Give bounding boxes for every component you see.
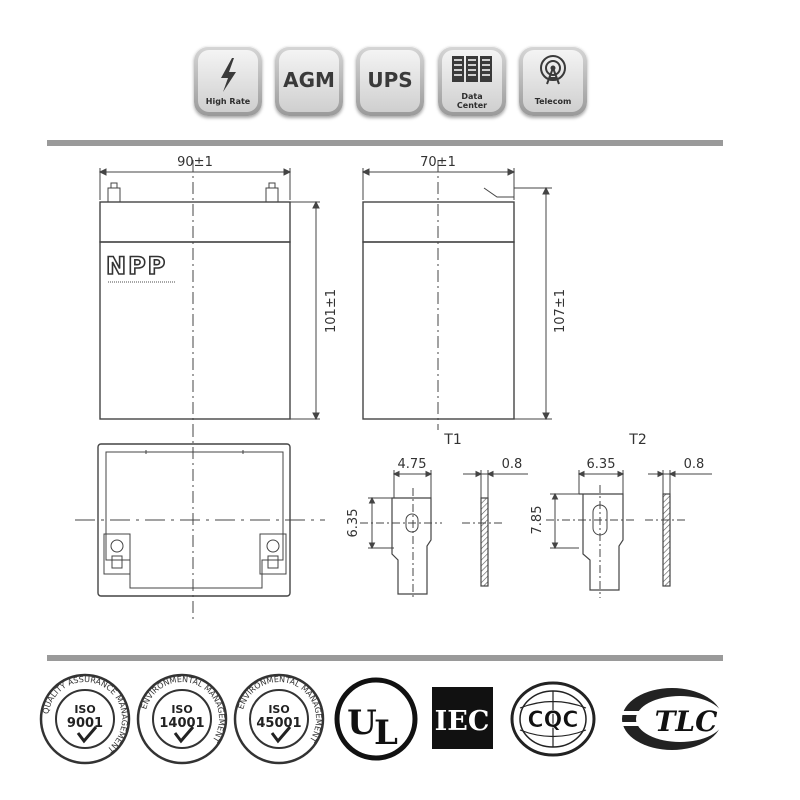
iso-14001-line2: 14001 <box>159 716 204 731</box>
data-center-label-line1: Data <box>461 92 483 101</box>
svg-text:QUALITY ASSURANCE MANAGEMENT: QUALITY ASSURANCE MANAGEMENT <box>41 675 129 754</box>
iso-14001-ring-text: ENVIRONMENTAL MANAGEMENT <box>139 675 226 744</box>
divider-top <box>47 140 723 146</box>
svg-text:ENVIRONMENTAL MANAGEMENT: ENVIRONMENTAL MANAGEMENT <box>236 675 323 744</box>
check-icon <box>173 726 195 744</box>
t2-height-dim: 7.85 <box>530 506 545 535</box>
divider-bottom <box>47 655 723 661</box>
iso-9001-ring-text: QUALITY ASSURANCE MANAGEMENT <box>41 675 129 754</box>
side-view <box>361 160 552 430</box>
check-icon <box>270 726 292 744</box>
ul-logo: U L <box>334 677 418 761</box>
iso-14001-line1: ISO <box>171 703 192 716</box>
server-rack-icon <box>452 56 492 82</box>
lightning-icon <box>221 58 236 92</box>
npp-logo: NPP <box>105 251 176 283</box>
svg-text:ENVIRONMENTAL MANAGEMENT: ENVIRONMENTAL MANAGEMENT <box>139 675 226 744</box>
ups-label: UPS <box>367 68 413 92</box>
check-icon <box>76 726 98 744</box>
t1-height-dim: 6.35 <box>346 509 361 538</box>
t1-title: T1 <box>443 432 461 448</box>
front-view <box>98 160 320 430</box>
t2-thickness-dim: 0.8 <box>684 457 705 472</box>
antenna-icon <box>540 55 566 85</box>
ul-u: U <box>347 703 377 743</box>
iso-9001-line2: 9001 <box>67 716 103 731</box>
t1-thickness-dim: 0.8 <box>502 457 523 472</box>
iec-logo: IEC <box>432 687 493 749</box>
agm-badge: AGM <box>275 46 343 116</box>
top-view <box>75 425 325 620</box>
data-center-label-line2: Center <box>456 101 488 110</box>
ups-badge: UPS <box>356 46 424 116</box>
tlc-text: TLC <box>655 705 719 738</box>
side-height-dim: 107±1 <box>553 289 568 333</box>
iso-45001-line1: ISO <box>268 703 289 716</box>
ul-l: L <box>374 713 398 753</box>
cqc-text: CQC <box>528 708 579 733</box>
brand-text: NPP <box>106 252 167 280</box>
iso-45001-logo: ENVIRONMENTAL MANAGEMENT ISO 45001 <box>233 673 325 765</box>
iso-14001-logo: ENVIRONMENTAL MANAGEMENT ISO 14001 <box>136 673 228 765</box>
front-height-dim: 101±1 <box>324 289 339 333</box>
data-center-badge: Data Center <box>438 46 506 116</box>
iso-45001-line2: 45001 <box>256 716 301 731</box>
terminal-t2-drawing <box>546 470 712 598</box>
high-rate-badge: High Rate <box>194 46 262 116</box>
terminal-t1-drawing <box>360 470 528 600</box>
cqc-logo: CQC <box>510 681 596 757</box>
agm-label: AGM <box>283 68 335 92</box>
high-rate-label: High Rate <box>205 97 251 106</box>
battery-drawing: NPP 90±1 101±1 70±1 107±1 T1 4.75 0.8 6.… <box>75 155 712 620</box>
t2-width-dim: 6.35 <box>587 457 616 472</box>
iso-9001-logo: QUALITY ASSURANCE MANAGEMENT ISO 9001 <box>39 673 131 765</box>
side-width-dim: 70±1 <box>420 155 456 170</box>
data-center-label: Data Center <box>438 92 506 110</box>
t1-width-dim: 4.75 <box>398 457 427 472</box>
telecom-badge: Telecom <box>519 46 587 116</box>
iso-45001-ring-text: ENVIRONMENTAL MANAGEMENT <box>236 675 323 744</box>
iec-text: IEC <box>435 706 490 737</box>
front-width-dim: 90±1 <box>177 155 213 170</box>
telecom-label: Telecom <box>534 97 572 106</box>
tlc-logo: TLC <box>622 688 724 750</box>
t2-title: T2 <box>628 432 646 448</box>
feature-badges: High Rate AGM UPS Data Center <box>0 0 800 130</box>
iso-9001-line1: ISO <box>74 703 95 716</box>
